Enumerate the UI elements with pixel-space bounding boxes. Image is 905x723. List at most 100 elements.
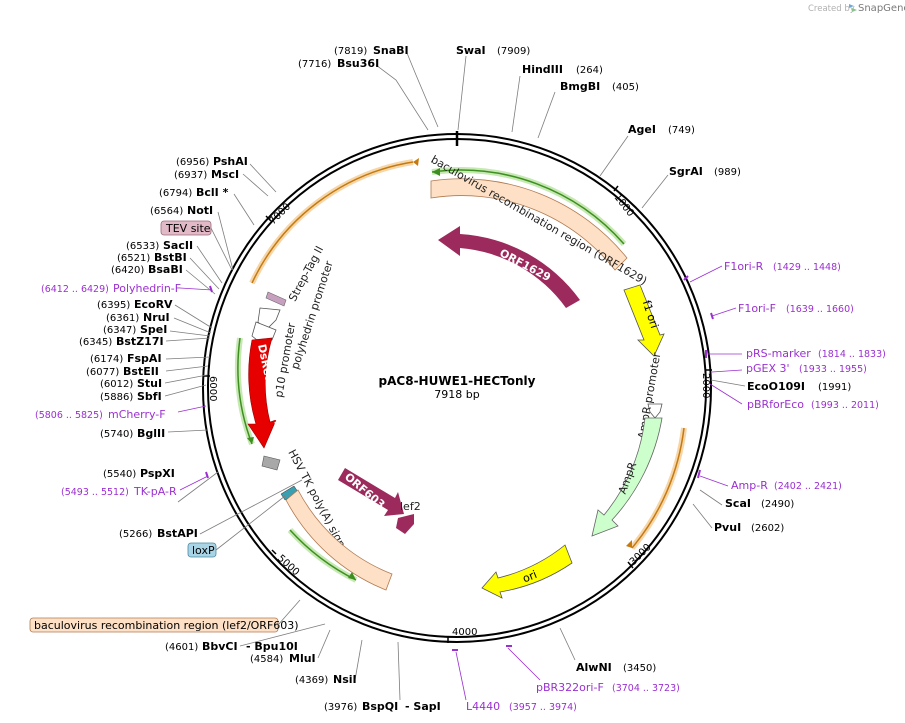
enzyme-spei-pos: (6347) [103,325,136,336]
leader-snabi [406,52,439,128]
leader-pshai [249,163,277,193]
orange-arrowhead-top [413,158,419,166]
enzyme-scai: ScaI [725,497,751,510]
primer-mcherry-f: mCherry-F [108,408,166,421]
leader-bsteii [165,365,209,372]
enzyme-pshai-pos: (6956) [176,157,209,168]
enzyme-noti: NotI [187,204,213,217]
enzyme-fspai-pos: (6174) [90,354,123,365]
pleader-polyhedrin-f [179,287,213,291]
leader-sacii [196,245,223,284]
loxp-label: loxP [192,544,215,557]
leader-nsii [354,639,363,681]
enzyme-alwni-pos: (3450) [623,663,656,674]
tick-5000: 5000 [275,553,301,578]
enzyme-msci-pos: (6937) [174,170,207,181]
enzyme-mlui: MluI [289,652,316,665]
green-arrowhead-top [432,168,440,176]
primer-f1ori-r-pos: (1429 .. 1448) [773,262,841,273]
enzyme-pvui-pos: (2602) [751,523,784,534]
enzyme-pshai: PshAI [213,155,248,168]
primer-l4440: L4440 [466,700,500,713]
orange-arrow-right [631,427,685,549]
enzyme-spei: SpeI [140,323,167,336]
primer-l4440-pos: (3957 .. 3974) [509,702,577,713]
pleader-pgex [711,369,743,373]
pleader-mcherry-f [177,405,207,413]
leader-swai [457,55,467,131]
enzyme-bsabi-pos: (6420) [111,265,144,276]
leader-sbfi [164,384,207,397]
strep-tag-box [265,291,287,307]
leader-tev-site [210,227,233,271]
enzyme-nsii-pos: (4369) [295,675,328,686]
enzyme-bglii: BglII [137,427,165,440]
enzyme-bmgbi: BmgBI [560,80,600,93]
enzyme-scai-pos: (2490) [761,499,794,510]
enzyme-ecorv-pos: (6395) [97,300,130,311]
enzyme-hindiii: HindIII [522,63,563,76]
enzyme-nrui-pos: (6361) [106,313,139,324]
tick-6000: 6000 [207,376,218,401]
tick-mark-1000 [613,185,619,192]
enzyme-snabi-pos: (7819) [334,46,367,57]
leader-bbvci [239,623,326,647]
leader-alwni [559,627,576,661]
primer-mcherry-f-pos: (5806 .. 5825) [35,410,103,421]
enzyme-mlui-pos: (4584) [250,654,283,665]
enzyme-ecoo109i-pos: (1991) [818,382,851,393]
leader-msci [242,173,269,197]
enzyme-bpu10i: - Bpu10I [246,640,298,653]
enzyme-bcli-pos: (6794) [159,188,192,199]
dsred-arrow [247,337,277,449]
leader-agei [599,135,629,177]
leader-loxp [215,495,286,551]
primer-f1ori-r: F1ori-R [724,260,764,273]
orange-arrowhead-right [626,540,632,548]
leader-bspqi [397,641,401,701]
tev-site-label: TEV site [165,222,211,235]
tick-2000: 2000 [700,373,711,398]
enzyme-bglii-pos: (5740) [100,429,133,440]
tick-4000: 4000 [452,627,477,638]
polyhedrin-promoter-arrow [257,307,281,331]
primer-amp-r-pos: (2402 .. 2421) [774,481,842,492]
enzyme-pspxi: PspXI [140,467,175,480]
enzyme-sacii-pos: (6533) [126,241,159,252]
leader-noti [217,211,234,271]
pleader-l4440 [455,651,467,701]
pleader-pbr322ori [507,647,541,681]
enzyme-bsteii: BstEII [123,365,159,378]
leader-ecorv [174,304,213,329]
primer-pgex-pos: (1933 .. 1955) [799,364,867,375]
leader-bstbi [189,257,220,290]
plasmid-size: 7918 bp [434,388,479,401]
green-arrow-left [237,337,253,445]
hsv-tk-box [261,455,281,471]
baculo-lef2-region [285,489,393,591]
leader-nrui [173,317,212,334]
orf1629-arrow [438,226,580,308]
tick-mark-7000 [265,215,272,222]
enzyme-bstz17i: BstZ17I [116,335,164,348]
primer-marker-tk-pa-r [205,471,209,479]
leader-bstz17i [165,337,211,342]
primer-prs-marker: pRS-marker [746,347,811,360]
baculo-lef2-label: baculovirus recombination region (lef2/O… [34,619,299,632]
primer-marker-f1ori-f [710,312,714,320]
primer-f1ori-f-pos: (1639 .. 1660) [786,304,854,315]
enzyme-sbfi-pos: (5886) [100,392,133,403]
tick-1000: 1000 [611,192,635,219]
enzyme-swai: SwaI [456,44,486,57]
enzyme-bstapi: BstAPI [157,527,198,540]
enzyme-bcli: BclI * [196,186,229,199]
enzyme-alwni: AlwNI [576,661,612,674]
primer-amp-r: Amp-R [731,479,768,492]
ampr-arrow [591,417,663,537]
baculo-orf1629-region [430,178,628,271]
enzyme-bmgbi-pos: (405) [612,82,639,93]
primer-marker-f1ori-r [683,275,689,281]
enzyme-ecoo109i: EcoO109I [747,380,805,393]
enzyme-agei: AgeI [628,123,656,136]
